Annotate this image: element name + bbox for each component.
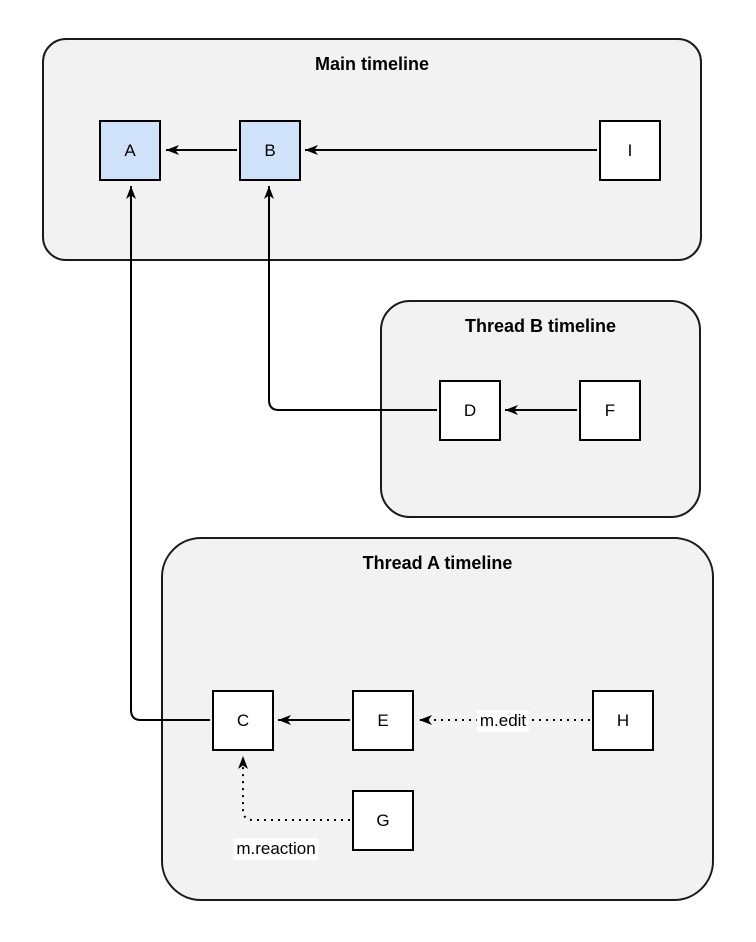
container-thread-b-timeline: Thread B timeline	[380, 300, 701, 518]
node-event-i: I	[599, 120, 661, 181]
node-event-d: D	[439, 380, 501, 441]
node-event-a: A	[99, 120, 161, 181]
edge-label-m-reaction: m.reaction	[233, 838, 319, 860]
container-thread-b-timeline-title: Thread B timeline	[464, 316, 617, 336]
node-event-b-label: B	[264, 140, 276, 160]
node-event-h: H	[592, 690, 654, 751]
node-event-g-label: G	[376, 810, 390, 830]
node-event-c: C	[212, 690, 274, 751]
node-event-e-label: E	[377, 710, 389, 730]
node-event-b: B	[239, 120, 301, 181]
node-event-f-label: F	[604, 400, 616, 420]
node-event-a-label: A	[124, 140, 136, 160]
node-event-i-label: I	[627, 140, 633, 160]
node-event-f: F	[579, 380, 641, 441]
node-event-c-label: C	[236, 710, 250, 730]
container-main-timeline-title: Main timeline	[314, 54, 430, 74]
node-event-e: E	[352, 690, 414, 751]
container-thread-a-timeline-title: Thread A timeline	[362, 553, 513, 573]
node-event-h-label: H	[616, 710, 630, 730]
edge-label-m-edit: m.edit	[476, 710, 530, 732]
node-event-g: G	[352, 790, 414, 851]
node-event-d-label: D	[463, 400, 477, 420]
